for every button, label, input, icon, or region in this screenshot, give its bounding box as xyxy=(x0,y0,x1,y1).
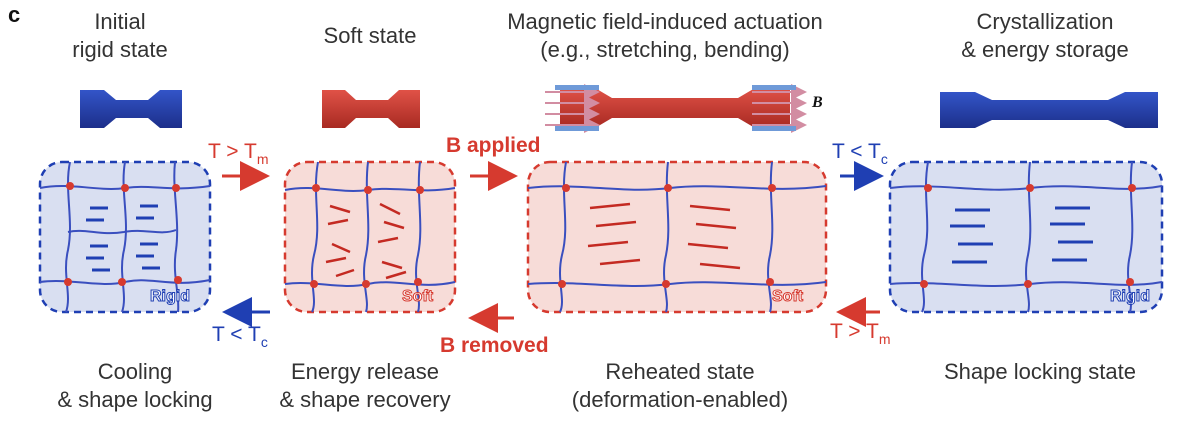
arrow-label-heat-back-sub: m xyxy=(878,331,891,347)
label-soft-state-line1: Soft state xyxy=(323,23,417,48)
field-lines-right xyxy=(752,84,807,133)
network-box-rigid-locked xyxy=(888,160,1164,314)
clamp-top-right xyxy=(752,85,796,90)
arrow-label-cool-forward-sub: c xyxy=(880,151,888,167)
specimen-soft xyxy=(322,90,420,128)
panel-letter: c xyxy=(8,2,21,27)
network-box-rigid-initial xyxy=(38,160,212,314)
label-shape-locking-line1: Shape locking state xyxy=(943,359,1137,384)
clamp-bottom-left xyxy=(555,126,599,131)
specimen-initial-rigid xyxy=(80,90,182,128)
label-shape-locking: Shape locking state xyxy=(925,358,1155,386)
tag-rigid-2: Rigid xyxy=(1110,288,1151,306)
arrow-label-cool-back: T < Tc xyxy=(212,323,268,350)
tag-soft-1: Soft xyxy=(401,288,434,306)
specimen-locked xyxy=(940,92,1158,128)
arrow-label-b-removed: B removed xyxy=(440,334,549,357)
label-magnetic-actuation-line2: (e.g., stretching, bending) xyxy=(540,37,790,62)
label-soft-state: Soft state xyxy=(290,22,450,50)
tag-soft-2: Soft xyxy=(771,288,804,306)
label-initial-rigid-line1: Initial xyxy=(94,9,146,34)
field-symbol-b: B xyxy=(812,94,823,111)
specimen-stretched xyxy=(545,84,807,133)
field-lines-left xyxy=(545,84,600,133)
label-energy-release-line2: & shape recovery xyxy=(279,387,451,412)
clamp-top-left xyxy=(555,85,599,90)
label-initial-rigid: Initial rigid state xyxy=(40,8,200,64)
label-energy-release-line1: Energy release xyxy=(291,359,439,384)
label-initial-rigid-line2: rigid state xyxy=(72,37,168,62)
label-crystallization-line2: & energy storage xyxy=(961,37,1129,62)
label-cooling-line2: & shape locking xyxy=(57,387,213,412)
label-reheated: Reheated state (deformation-enabled) xyxy=(555,358,805,414)
arrow-label-cool-back-sub: c xyxy=(260,334,268,350)
arrow-label-heat-forward-sub: m xyxy=(256,151,269,167)
label-reheated-line1: Reheated state xyxy=(605,359,755,384)
clamp-bottom-right xyxy=(752,126,796,131)
label-energy-release: Energy release & shape recovery xyxy=(265,358,465,414)
label-magnetic-actuation: Magnetic field-induced actuation (e.g., … xyxy=(480,8,850,64)
label-magnetic-actuation-line1: Magnetic field-induced actuation xyxy=(507,9,823,34)
label-crystallization-line1: Crystallization xyxy=(976,9,1114,34)
arrow-label-cool-forward: T < Tc xyxy=(832,140,888,167)
arrow-label-cool-back-main: T < T xyxy=(212,323,261,346)
arrow-label-heat-forward: T > Tm xyxy=(208,140,269,167)
tag-rigid-1: Rigid xyxy=(150,288,191,306)
network-box-soft-1 xyxy=(283,160,457,314)
label-reheated-line2: (deformation-enabled) xyxy=(571,387,789,412)
arrow-label-heat-forward-main: T > T xyxy=(208,140,257,163)
arrow-label-b-applied: B applied xyxy=(446,134,541,157)
label-cooling-line1: Cooling xyxy=(97,359,173,384)
label-crystallization: Crystallization & energy storage xyxy=(920,8,1170,64)
label-cooling: Cooling & shape locking xyxy=(40,358,230,414)
network-box-soft-2 xyxy=(526,160,828,314)
arrow-label-cool-forward-main: T < T xyxy=(832,140,881,163)
